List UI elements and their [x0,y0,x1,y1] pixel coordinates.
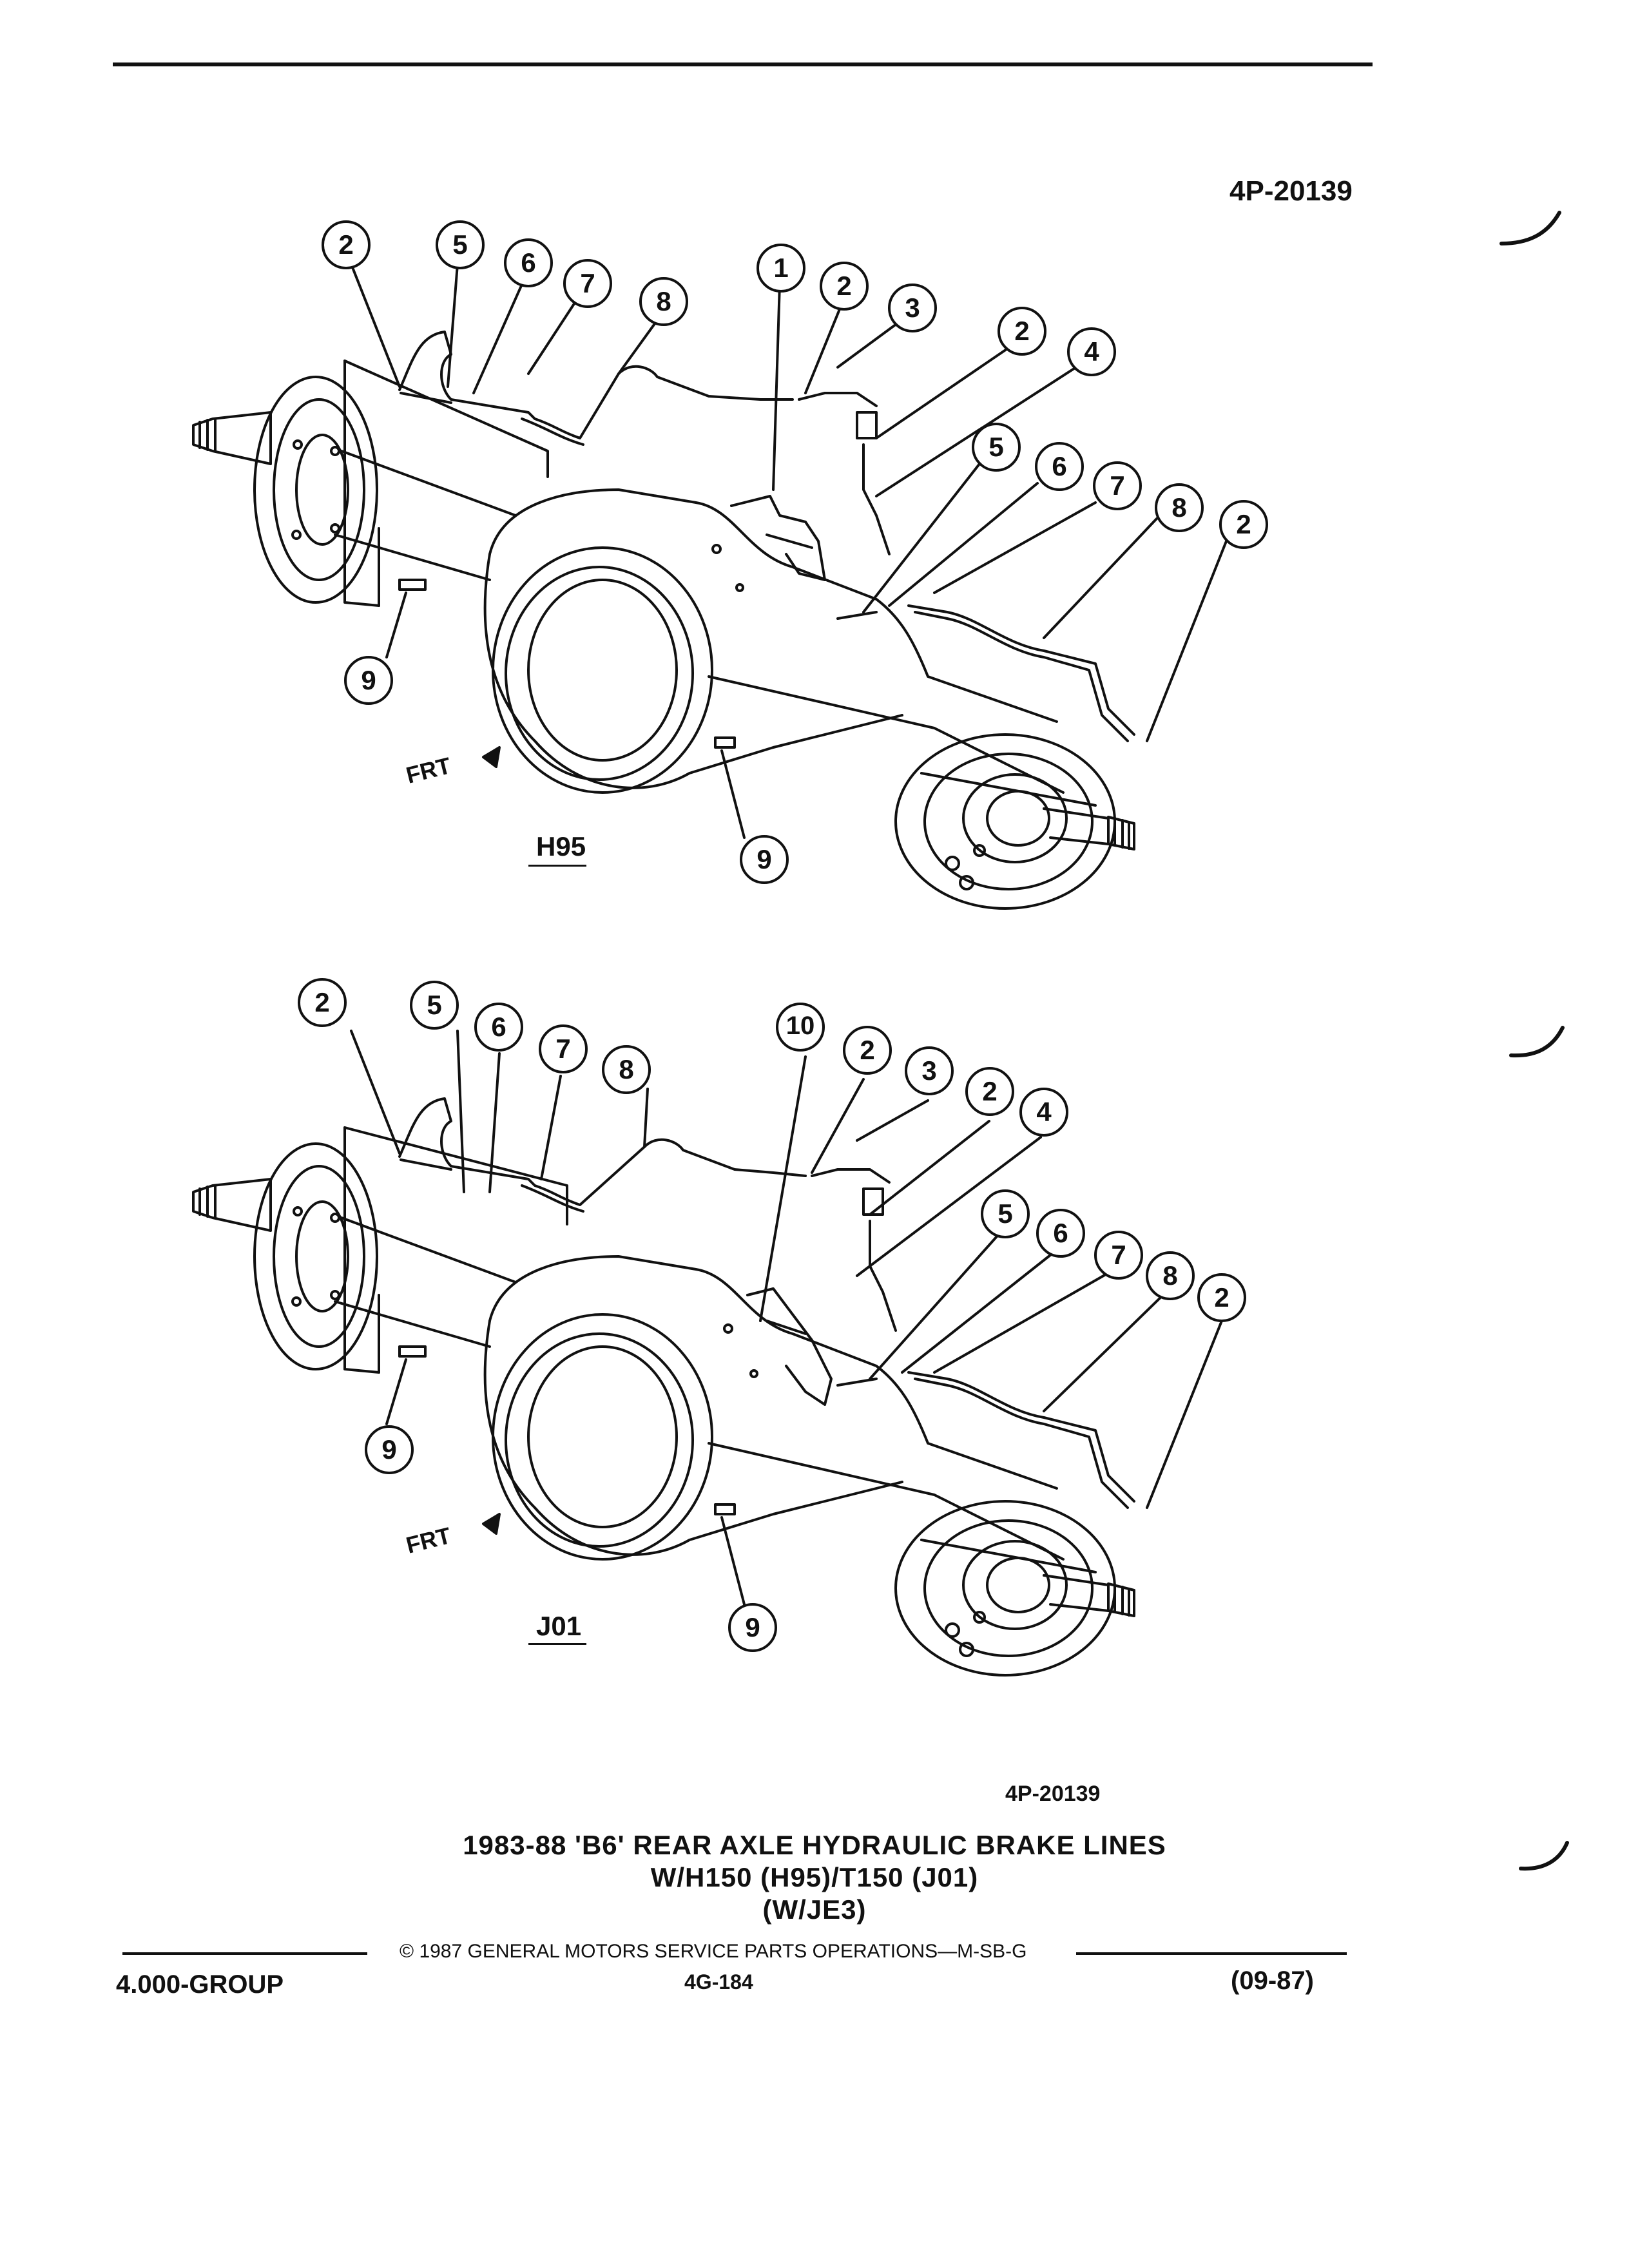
callout-2-h95-d: 2 [1218,499,1269,553]
footer-rule-right [1076,1952,1347,1955]
callout-1-h95: 1 [755,242,807,297]
figure-number-top: 4P-20139 [1229,175,1353,207]
callout-5-h95-b: 5 [970,421,1022,476]
footer-page-number: 4G-184 [684,1970,753,1994]
callout-2-h95-c: 2 [996,305,1048,360]
figure-number-bottom: 4P-20139 [1005,1782,1101,1806]
callout-9-h95-b: 9 [738,834,790,889]
callout-7-j01-b: 7 [1093,1229,1144,1284]
axle-drawing-j01 [192,1030,1226,1677]
footer-rule-left [122,1952,367,1955]
callout-7-h95-a: 7 [562,258,613,312]
footer-date: (09-87) [1231,1966,1314,1995]
callout-7-j01-a: 7 [537,1023,589,1078]
diagram-view-h95: 2 5 6 7 8 1 2 3 2 4 5 6 [0,0,1629,934]
callout-9-j01-a: 9 [363,1424,415,1479]
callout-5-j01-a: 5 [409,979,460,1034]
top-rule [113,62,1373,66]
callout-6-h95-b: 6 [1034,441,1085,495]
callout-8-h95-a: 8 [638,276,689,331]
callout-6-j01-a: 6 [473,1001,525,1056]
callout-8-j01-a: 8 [601,1044,652,1099]
view-label-underline-j01 [528,1643,586,1645]
view-label-h95: H95 [536,831,586,861]
caption-line-1: 1983-88 'B6' REAR AXLE HYDRAULIC BRAKE L… [463,1830,1166,1860]
callout-3-j01: 3 [903,1045,955,1100]
callout-8-j01-b: 8 [1144,1250,1196,1305]
callout-6-h95-a: 6 [503,237,554,292]
callout-2-h95-a: 2 [320,219,372,274]
callout-5-j01-b: 5 [979,1188,1031,1243]
callout-5-h95-a: 5 [434,219,486,274]
diagram-view-j01: 2 5 6 7 8 10 2 3 2 4 5 6 [0,928,1629,1701]
axle-drawing-h95 [192,263,1229,910]
callout-8-h95-b: 8 [1153,482,1205,537]
footer-copyright: © 1987 GENERAL MOTORS SERVICE PARTS OPER… [400,1941,1027,1962]
caption-line-3: (W/JE3) [762,1894,867,1925]
callout-2-j01-c: 2 [964,1066,1016,1120]
callout-3-h95: 3 [887,282,938,337]
callout-2-j01-d: 2 [1196,1272,1248,1327]
caption-line-2: W/H150 (H95)/T150 (J01) [650,1862,979,1892]
callout-4-j01: 4 [1018,1086,1070,1141]
callout-2-h95-b: 2 [818,260,870,315]
view-label-j01: J01 [536,1611,582,1641]
view-label-underline-h95 [528,865,586,867]
callout-7-h95-b: 7 [1092,460,1143,515]
callout-9-j01-b: 9 [727,1602,778,1657]
callout-2-j01-b: 2 [842,1024,893,1079]
footer-group: 4.000-GROUP [116,1970,284,1999]
callout-4-h95: 4 [1066,326,1117,381]
callout-6-j01-b: 6 [1035,1207,1086,1262]
callout-9-h95-a: 9 [343,655,394,709]
callout-10-j01: 10 [775,1001,826,1056]
callout-2-j01-a: 2 [296,977,348,1032]
